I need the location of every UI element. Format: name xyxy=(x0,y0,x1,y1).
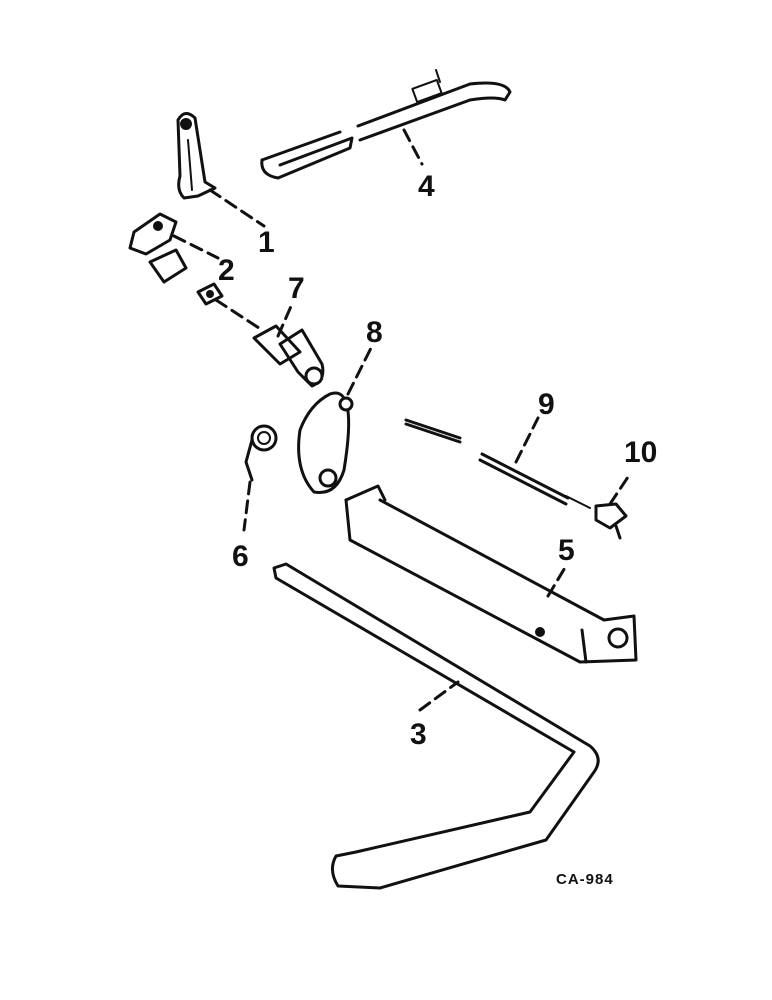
leader-lines xyxy=(172,128,632,712)
small-pin xyxy=(196,282,224,306)
callout-7: 7 xyxy=(288,272,305,305)
callout-4: 4 xyxy=(418,170,435,203)
part-4-rod xyxy=(260,69,512,180)
part-7-shaft xyxy=(252,324,325,388)
part-8-segment-plate xyxy=(297,391,354,495)
part-5-channel-bracket xyxy=(344,484,638,664)
part-6-spring xyxy=(244,424,278,482)
drawing-id: CA-984 xyxy=(556,871,614,888)
callout-labels: 1 2 3 4 5 6 7 8 9 10 xyxy=(218,170,657,751)
callout-5: 5 xyxy=(558,534,575,567)
part-10-clevis xyxy=(594,502,628,540)
part-1-lever xyxy=(176,112,217,200)
callout-9: 9 xyxy=(538,388,555,421)
part-2-bracket xyxy=(128,212,188,284)
callout-3: 3 xyxy=(410,718,427,751)
part-3-pedal-rod xyxy=(272,562,600,890)
callout-10: 10 xyxy=(624,436,657,469)
callout-1: 1 xyxy=(258,226,275,259)
part-9-threaded-rod xyxy=(404,418,591,509)
callout-6: 6 xyxy=(232,540,249,573)
callout-8: 8 xyxy=(366,316,383,349)
callout-2: 2 xyxy=(218,254,235,287)
